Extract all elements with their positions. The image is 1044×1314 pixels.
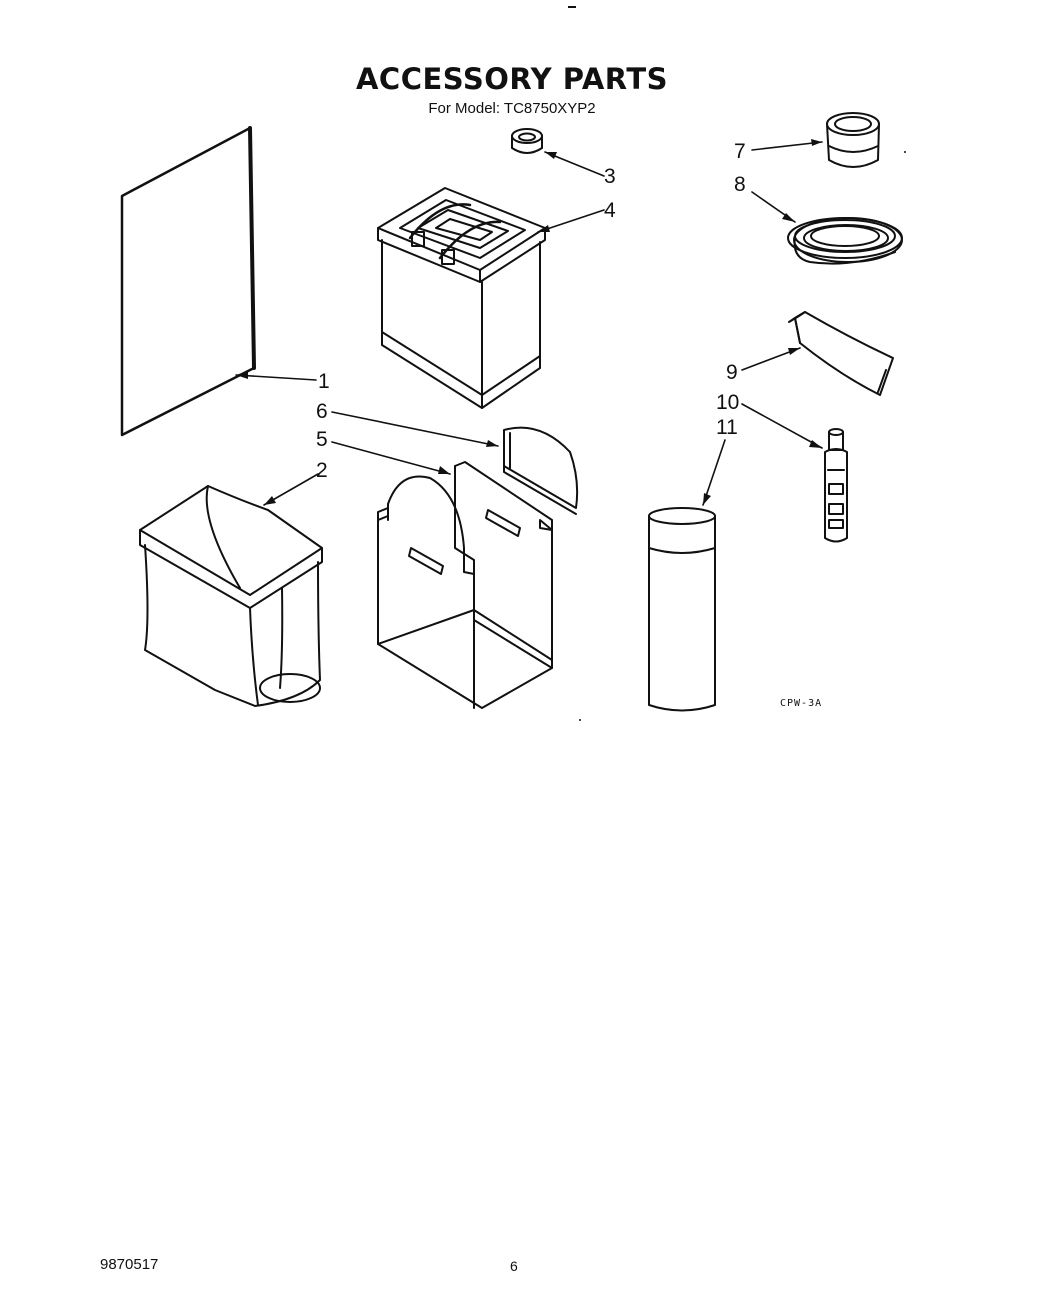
drawing-code: CPW-3A	[780, 698, 823, 709]
callout-2: 2	[316, 459, 328, 482]
part-3-cap	[511, 128, 543, 154]
callout-11: 11	[716, 416, 738, 439]
callout-7: 7	[734, 140, 746, 163]
callout-5: 5	[316, 428, 328, 451]
callout-9: 9	[726, 361, 738, 384]
document-number: 9870517	[100, 1256, 159, 1273]
part-7-can	[826, 112, 880, 168]
page-title: ACCESSORY PARTS	[355, 62, 668, 96]
leader-arrowheads	[236, 139, 822, 505]
part-6-liner-plate	[503, 426, 579, 515]
part-4-container	[377, 187, 546, 409]
callout-3: 3	[604, 165, 616, 188]
part-9-tube	[788, 311, 894, 396]
part-5-holder	[377, 461, 553, 709]
callout-10: 10	[716, 391, 740, 414]
part-1-instruction-sheet	[120, 126, 256, 437]
callout-4: 4	[604, 199, 616, 222]
page-number: 6	[510, 1258, 518, 1274]
model-subtitle: For Model: TC8750XYP2	[428, 100, 596, 117]
part-8-coiled-cord	[787, 217, 903, 265]
callout-8: 8	[734, 173, 746, 196]
part-11-spray-can	[648, 507, 716, 712]
registration-marks	[568, 6, 906, 721]
callout-1: 1	[318, 370, 330, 393]
part-10-bottle	[824, 428, 848, 543]
part-2-bag	[139, 485, 323, 707]
callout-6: 6	[316, 400, 328, 423]
